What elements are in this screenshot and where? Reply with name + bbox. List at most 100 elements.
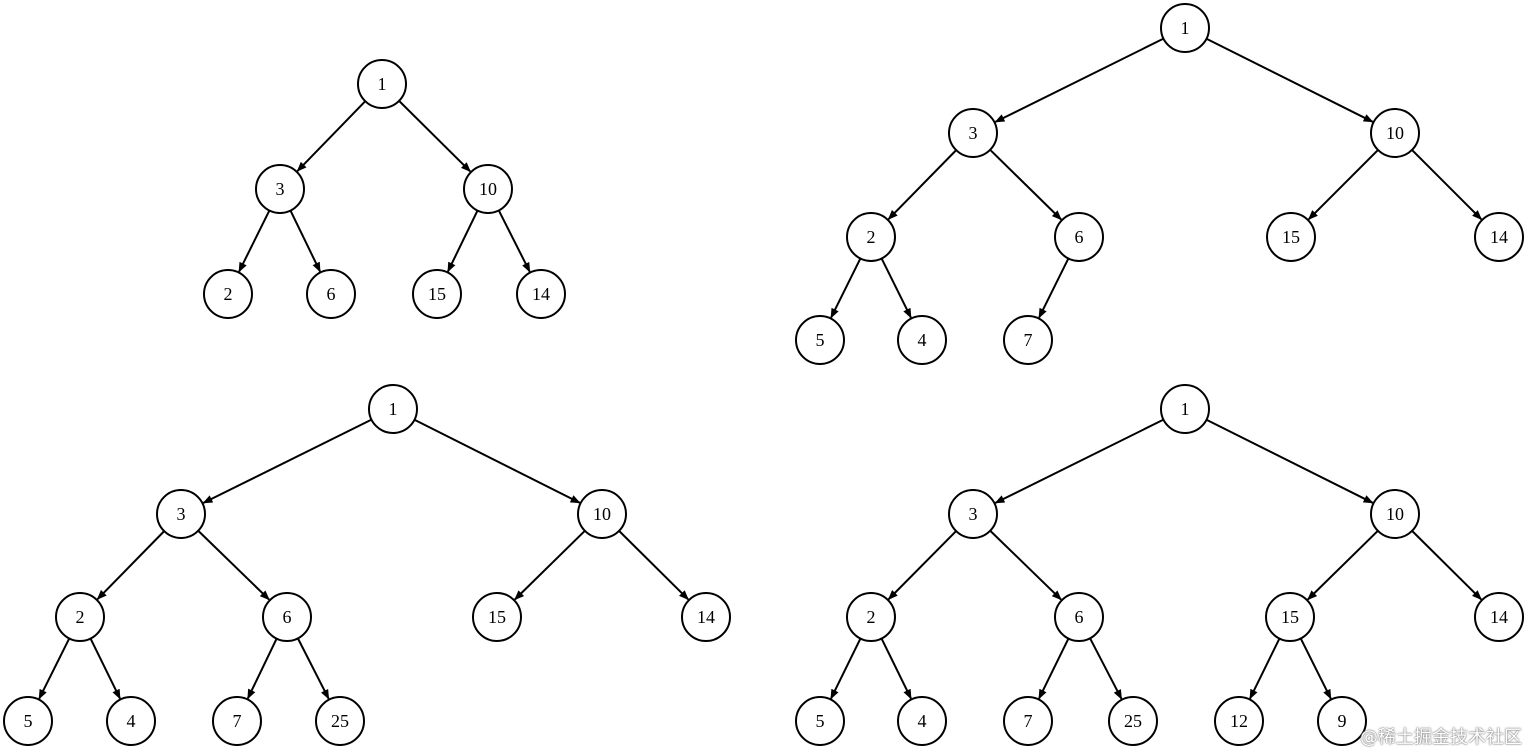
- node-label: 4: [127, 711, 136, 731]
- node-circle: [357, 59, 407, 109]
- node-label: 1: [389, 399, 398, 419]
- edge-d10-d15: [1307, 530, 1379, 601]
- node-label: 2: [76, 607, 85, 627]
- tree-node: 3: [948, 489, 998, 539]
- tree-2-edges: [830, 37, 1483, 319]
- edge-c6-c25: [297, 637, 330, 700]
- tree-node: 6: [306, 269, 356, 319]
- edge-a3-a2: [238, 210, 271, 273]
- node-circle: [306, 269, 356, 319]
- node-label: 1: [1181, 18, 1190, 38]
- tree-node: 10: [577, 489, 627, 539]
- node-label: 3: [969, 504, 978, 524]
- tree-node: 4: [897, 696, 947, 746]
- node-circle: [681, 592, 731, 642]
- edges-layer: [38, 37, 1483, 700]
- tree-3-nodes: 1 3 10 2 6 15 14 5 4 7 25: [3, 384, 731, 746]
- node-circle: [1054, 212, 1104, 262]
- node-label: 25: [331, 711, 349, 731]
- edge-b2-b5: [830, 258, 862, 319]
- tree-node: 7: [212, 696, 262, 746]
- tree-node: 9: [1317, 696, 1367, 746]
- tree-node: 3: [156, 489, 206, 539]
- edge-d1-d10: [1206, 418, 1374, 504]
- edge-d1-d3: [994, 418, 1164, 504]
- tree-node: 10: [1370, 108, 1420, 158]
- node-label: 2: [867, 607, 876, 627]
- node-label: 1: [378, 74, 387, 94]
- edge-a10-a15: [447, 210, 479, 273]
- tree-node: 7: [1003, 315, 1053, 365]
- tree-node: 5: [3, 696, 53, 746]
- node-label: 15: [1281, 607, 1299, 627]
- node-circle: [106, 696, 156, 746]
- node-label: 10: [479, 179, 497, 199]
- edge-b1-b3: [994, 37, 1164, 123]
- tree-node: 15: [1265, 592, 1315, 642]
- node-circle: [262, 592, 312, 642]
- tree-node: 1: [1160, 384, 1210, 434]
- tree-node: 6: [262, 592, 312, 642]
- node-circle: [3, 696, 53, 746]
- node-circle: [948, 108, 998, 158]
- node-circle: [516, 269, 566, 319]
- node-circle: [1160, 384, 1210, 434]
- node-circle: [897, 315, 947, 365]
- edge-c10-c14: [618, 530, 689, 601]
- node-label: 1: [1181, 399, 1190, 419]
- node-label: 10: [593, 504, 611, 524]
- node-label: 2: [867, 227, 876, 247]
- tree-node: 4: [106, 696, 156, 746]
- node-label: 9: [1338, 711, 1347, 731]
- node-label: 3: [969, 123, 978, 143]
- edge-c1-c3: [202, 418, 372, 504]
- node-label: 7: [233, 711, 242, 731]
- node-circle: [1054, 592, 1104, 642]
- edge-d2-d5: [830, 638, 862, 700]
- edge-a1-a3: [296, 100, 366, 172]
- node-label: 14: [697, 607, 715, 627]
- tree-node: 3: [255, 164, 305, 214]
- edge-c2-c4: [89, 638, 121, 700]
- tree-node: 2: [55, 592, 105, 642]
- node-circle: [846, 592, 896, 642]
- node-circle: [1370, 108, 1420, 158]
- tree-node: 1: [368, 384, 418, 434]
- tree-node: 15: [472, 592, 522, 642]
- node-label: 10: [1386, 504, 1404, 524]
- node-circle: [795, 315, 845, 365]
- edge-b3-b6: [989, 149, 1062, 221]
- edge-d6-d7: [1038, 638, 1070, 700]
- node-circle: [1108, 696, 1158, 746]
- node-circle: [255, 164, 305, 214]
- tree-node: 15: [1266, 212, 1316, 262]
- tree-node: 5: [795, 315, 845, 365]
- node-circle: [795, 696, 845, 746]
- node-circle: [1266, 212, 1316, 262]
- edge-a10-a14: [497, 209, 531, 273]
- node-label: 6: [283, 607, 292, 627]
- node-label: 2: [224, 284, 233, 304]
- node-circle: [472, 592, 522, 642]
- edge-c1-c10: [413, 418, 581, 504]
- node-circle: [463, 164, 513, 214]
- node-label: 3: [276, 179, 285, 199]
- node-label: 5: [24, 711, 33, 731]
- tree-node: 12: [1214, 696, 1264, 746]
- edge-d10-d14: [1411, 530, 1482, 601]
- tree-node: 1: [1160, 3, 1210, 53]
- tree-node: 14: [1474, 212, 1524, 262]
- edge-b2-b4: [880, 258, 912, 319]
- node-label: 14: [532, 284, 550, 304]
- node-circle: [1474, 592, 1524, 642]
- node-circle: [1317, 696, 1367, 746]
- tree-node: 6: [1054, 212, 1104, 262]
- watermark: @稀土掘金技术社区: [1360, 727, 1522, 748]
- edge-c3-c6: [197, 530, 270, 601]
- edge-b3-b2: [887, 149, 957, 220]
- edge-d2-d4: [880, 638, 912, 700]
